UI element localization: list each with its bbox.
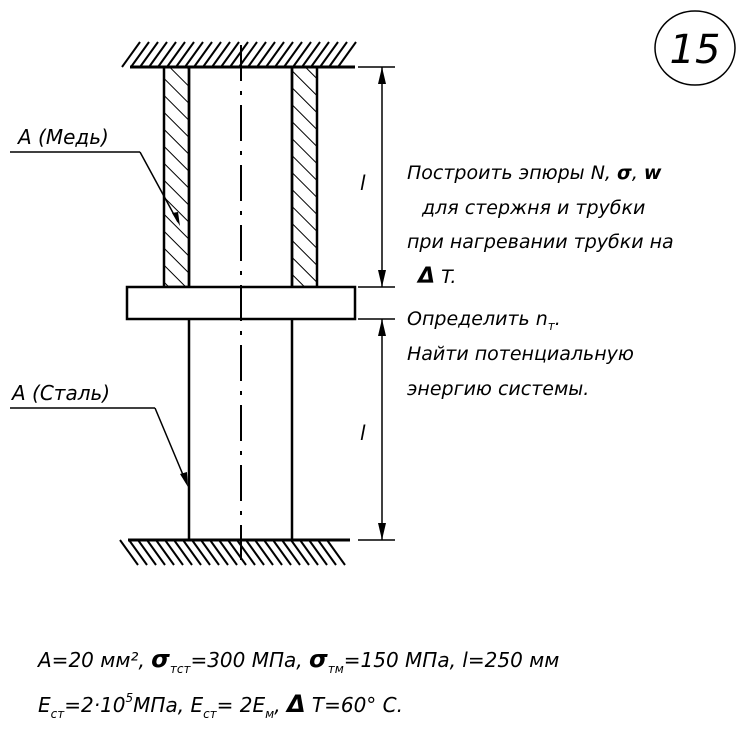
copper-tube xyxy=(162,65,319,289)
hatch-line xyxy=(164,539,184,566)
length-label-top: l xyxy=(360,171,366,195)
hatch-line xyxy=(290,539,310,566)
hatch-line xyxy=(220,41,240,68)
hatch-line xyxy=(202,41,222,68)
hatch-line xyxy=(200,539,220,566)
steel-label: A (Сталь) xyxy=(10,381,110,405)
top-support xyxy=(121,41,357,69)
hatch-line xyxy=(182,539,202,566)
hatch-line xyxy=(184,41,204,68)
task-line-2: для стержня и трубки xyxy=(421,197,645,219)
hatch-line xyxy=(299,539,319,566)
hatch-line xyxy=(328,41,348,68)
hatch-line xyxy=(263,539,283,566)
hatch-line xyxy=(157,41,177,68)
hatch-line xyxy=(254,539,274,566)
hatch-line xyxy=(319,41,339,68)
hatch-line xyxy=(292,41,312,68)
hatch-line xyxy=(155,539,175,566)
task-line-7: энергию системы. xyxy=(407,378,589,400)
hatch-line xyxy=(247,41,267,68)
hatch-line xyxy=(218,539,238,566)
hatch-line xyxy=(119,539,139,566)
hatch-line xyxy=(326,539,346,566)
hatch-line xyxy=(317,539,337,566)
given-data: A=20 мм², σтст=300 МПа, σтм=150 МПа, l=2… xyxy=(36,645,559,721)
steel-leader xyxy=(10,407,188,487)
hatch-line xyxy=(121,41,141,68)
hatch-line xyxy=(256,41,276,68)
hatch-line xyxy=(211,41,231,68)
bottom-hatch xyxy=(119,539,346,566)
copper-label: A (Медь) xyxy=(16,125,109,149)
hatch-line xyxy=(148,41,168,68)
hatch-line xyxy=(229,41,249,68)
length-label-bottom: l xyxy=(360,421,366,445)
hatch-line xyxy=(245,539,265,566)
problem-number-circle xyxy=(654,10,736,86)
hatch-line xyxy=(130,41,150,68)
hatch-line xyxy=(281,539,301,566)
copper-tube-left-wall xyxy=(162,65,191,289)
hatch-line xyxy=(173,539,193,566)
hatch-line xyxy=(193,41,213,68)
hatch-line xyxy=(137,539,157,566)
hatch-line xyxy=(166,41,186,68)
dimension-top xyxy=(358,66,395,288)
hatch-line xyxy=(274,41,294,68)
task-line-1: Построить эпюры N, σ, w xyxy=(407,162,662,184)
given-line-2: Eст=2·105МПа, Eст= 2Eм, Δ T=60° C. xyxy=(38,690,403,721)
task-line-4: Δ T. xyxy=(416,264,456,289)
top-hatch xyxy=(121,41,357,68)
hatch-line xyxy=(128,539,148,566)
hatch-line xyxy=(310,41,330,68)
bottom-support xyxy=(119,538,350,566)
hatch-line xyxy=(209,539,229,566)
hatch-line xyxy=(301,41,321,68)
hatch-line xyxy=(236,539,256,566)
task-line-3: при нагревании трубки на xyxy=(407,231,674,253)
steel-rod xyxy=(187,319,294,540)
hatch-line xyxy=(146,539,166,566)
task-line-5: Определить nт. xyxy=(407,308,561,333)
copper-tube-right-wall xyxy=(290,65,319,289)
hatch-line xyxy=(283,41,303,68)
given-line-1: A=20 мм², σтст=300 МПа, σтм=150 МПа, l=2… xyxy=(36,645,559,676)
task-text: Построить эпюры N, σ, w для стержня и тр… xyxy=(407,162,674,400)
hatch-line xyxy=(175,41,195,68)
hatch-line xyxy=(227,539,247,566)
hatch-line xyxy=(272,539,292,566)
dimension-bottom xyxy=(358,318,395,541)
copper-leader xyxy=(10,151,180,226)
hatch-line xyxy=(337,41,357,68)
hatch-line xyxy=(191,539,211,566)
hatch-line xyxy=(308,539,328,566)
hatch-line xyxy=(139,41,159,68)
problem-number: 15 xyxy=(654,10,736,86)
problem-number-text: 15 xyxy=(670,27,721,73)
hatch-line xyxy=(265,41,285,68)
task-line-6: Найти потенциальную xyxy=(407,343,634,365)
